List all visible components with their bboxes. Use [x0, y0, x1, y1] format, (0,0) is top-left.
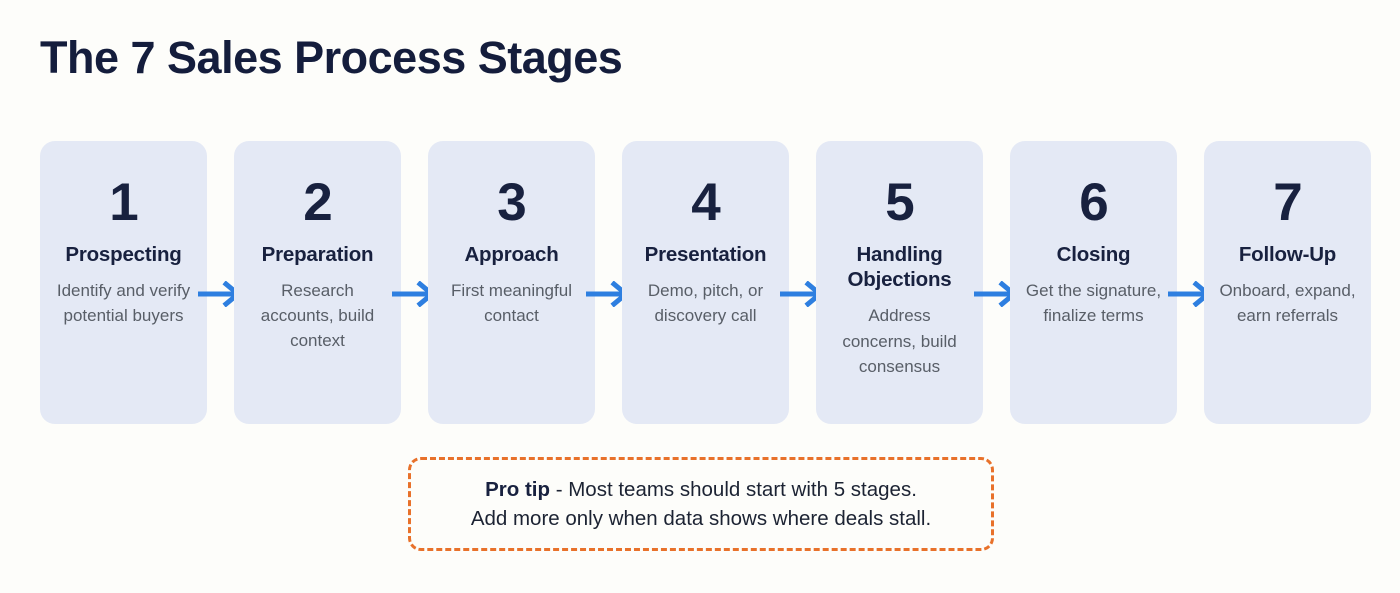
connector-5	[973, 141, 1018, 424]
pro-tip-line-1: Pro tip - Most teams should start with 5…	[485, 475, 917, 504]
stage-description: Identify and verify potential buyers	[56, 281, 191, 326]
pro-tip-line-1-text: - Most teams should start with 5 stages.	[550, 477, 917, 501]
stage-description: First meaningful contact	[451, 281, 572, 326]
connector-6	[1167, 141, 1212, 424]
stage-title: Approach	[464, 242, 559, 266]
stage-card-1[interactable]: 1 Prospecting Identify and verify potent…	[40, 141, 207, 424]
stage-card-4[interactable]: 4 Presentation Demo, pitch, or discovery…	[622, 141, 789, 424]
pro-tip-line-2: Add more only when data shows where deal…	[470, 507, 932, 530]
stage-description: Demo, pitch, or discovery call	[647, 281, 764, 326]
stage-title: Preparation	[261, 242, 374, 266]
connector-2	[391, 141, 436, 424]
stage-description: Address concerns, build consensus	[842, 306, 957, 376]
connector-4	[779, 141, 824, 424]
stage-title: Prospecting	[65, 242, 182, 266]
stage-card-6[interactable]: 6 Closing Get the signature, finalize te…	[1010, 141, 1177, 424]
stage-description: Get the signature, finalize terms	[1025, 281, 1162, 326]
page-title: The 7 Sales Process Stages	[40, 32, 623, 83]
stage-title: Closing	[1056, 242, 1131, 266]
stage-title: Handling Objections	[847, 242, 952, 292]
stage-number: 1	[109, 173, 139, 232]
stage-number: 4	[691, 173, 721, 232]
connector-1	[197, 141, 242, 424]
pro-tip-callout: Pro tip - Most teams should start with 5…	[408, 457, 994, 551]
stage-title: Follow-Up	[1238, 242, 1337, 266]
stage-card-7[interactable]: 7 Follow-Up Onboard, expand, earn referr…	[1204, 141, 1371, 424]
stage-number: 2	[303, 173, 333, 232]
pro-tip-label: Pro tip	[485, 477, 551, 501]
stage-number: 3	[497, 173, 527, 232]
stage-description: Onboard, expand, earn referrals	[1219, 281, 1356, 326]
stage-card-2[interactable]: 2 Preparation Research accounts, build c…	[234, 141, 401, 424]
stage-number: 7	[1273, 173, 1303, 232]
stage-number: 6	[1079, 173, 1109, 232]
stage-number: 5	[885, 173, 915, 232]
stage-list: 1 Prospecting Identify and verify potent…	[40, 141, 1371, 424]
stage-card-3[interactable]: 3 Approach First meaningful contact	[428, 141, 595, 424]
stage-card-5[interactable]: 5 Handling Objections Address concerns, …	[816, 141, 983, 424]
stage-description: Research accounts, build context	[260, 281, 375, 351]
connector-3	[585, 141, 630, 424]
stage-title: Presentation	[644, 242, 767, 266]
